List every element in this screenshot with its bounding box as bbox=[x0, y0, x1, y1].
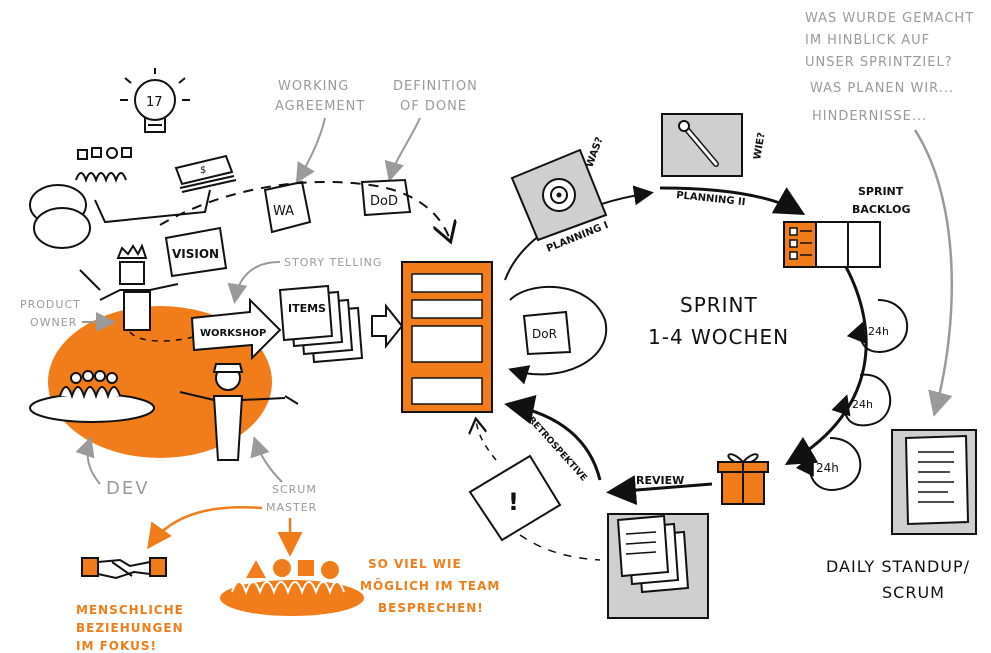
daily-questions: WAS WURDE GEMACHT IM HINBLICK AUF UNSER … bbox=[805, 11, 974, 124]
relations-line-2: BEZIEHUNGEN bbox=[76, 621, 184, 635]
sprint-backlog-label-1: SPRINT bbox=[858, 185, 904, 198]
definition-of-done-label-1: DEFINITION bbox=[393, 79, 478, 94]
retrospective-arrow bbox=[504, 395, 602, 481]
increment-gift-icon bbox=[717, 453, 769, 505]
daily-label-2: SCRUM bbox=[882, 583, 945, 602]
dor-card: DoR bbox=[522, 310, 572, 356]
dod-card: DoD bbox=[360, 178, 412, 217]
daily-loop-2: 24h bbox=[831, 373, 892, 427]
workshop-arrow: WORKSHOP bbox=[190, 297, 282, 361]
planning-2-card bbox=[661, 113, 743, 177]
planning-1-card bbox=[510, 148, 608, 242]
stakeholders-icon bbox=[75, 147, 132, 183]
review-documents-card bbox=[607, 513, 709, 619]
review-label: REVIEW bbox=[636, 474, 684, 487]
sprint-duration: 1-4 WOCHEN bbox=[648, 325, 789, 349]
wie-label: WIE? bbox=[752, 131, 768, 160]
money-stack-icon: $ bbox=[174, 154, 237, 193]
team-line-3: BESPRECHEN! bbox=[378, 601, 484, 615]
product-owner-label-1: PRODUCT bbox=[20, 298, 81, 311]
dashed-arc-top bbox=[159, 180, 450, 240]
dev-label: DEV bbox=[106, 478, 150, 499]
team-line-2: MÖGLICH IM TEAM bbox=[360, 578, 500, 593]
question-sprint-goal-1: WAS WURDE GEMACHT bbox=[805, 11, 974, 26]
wa-label-arrow bbox=[295, 117, 326, 184]
scrum-master-pointer bbox=[250, 436, 283, 483]
handshake-icon bbox=[81, 557, 167, 580]
review-arrow bbox=[606, 475, 713, 506]
story-telling-pointer bbox=[227, 261, 281, 304]
team-line-1: SO VIEL WIE bbox=[368, 557, 462, 571]
dod-label-arrow bbox=[384, 117, 421, 182]
scrum-master-figure bbox=[179, 363, 299, 461]
question-planning: WAS PLANEN WIR... bbox=[810, 81, 954, 96]
impediment-card: ! bbox=[468, 454, 562, 542]
items-card-stack: ITEMS bbox=[278, 284, 364, 364]
thought-bracket bbox=[94, 189, 211, 224]
product-backlog bbox=[401, 261, 493, 413]
daily-loop-1: 24h bbox=[846, 299, 909, 354]
question-sprint-goal-2: IM HINBLICK AUF bbox=[805, 33, 930, 48]
items-text: ITEMS bbox=[288, 302, 326, 315]
dor-text: DoR bbox=[532, 327, 557, 341]
svg-text:$: $ bbox=[200, 165, 206, 176]
svg-text:!: ! bbox=[508, 488, 519, 516]
dev-pointer bbox=[75, 436, 101, 485]
relations-line-3: IM FOKUS! bbox=[76, 639, 157, 653]
was-label: WAS? bbox=[584, 136, 605, 169]
dev-team-group bbox=[29, 370, 155, 423]
sprint-cycle-right-arc bbox=[784, 264, 868, 466]
wa-card: WA bbox=[263, 180, 312, 234]
sprint-backlog-board bbox=[783, 221, 881, 268]
relations-line-1: MENSCHLICHE bbox=[76, 603, 184, 617]
scrum-master-to-relations-arrow bbox=[147, 506, 263, 550]
po-dashed-line bbox=[129, 331, 201, 342]
impediment-dashed-down bbox=[519, 534, 601, 561]
h24-a: 24h bbox=[868, 325, 889, 338]
daily-label-1: DAILY STANDUP/ bbox=[826, 557, 970, 576]
definition-of-done-label-2: OF DONE bbox=[400, 99, 467, 114]
questions-to-daily-arrow bbox=[913, 129, 954, 417]
vision-card: VISION bbox=[164, 226, 228, 278]
h24-c: 24h bbox=[816, 461, 839, 475]
question-sprint-goal-3: UNSER SPRINTZIEL? bbox=[805, 55, 953, 70]
svg-text:17: 17 bbox=[146, 95, 163, 110]
planning-arrow bbox=[659, 186, 806, 215]
scrum-master-label-2: MASTER bbox=[266, 501, 317, 514]
wa-card-text: WA bbox=[273, 204, 294, 219]
dor-loop bbox=[508, 285, 608, 385]
question-impediments: HINDERNISSE... bbox=[812, 109, 927, 124]
h24-b: 24h bbox=[852, 398, 873, 411]
lightbulb-icon: 17 bbox=[120, 68, 190, 133]
daily-loop-3: 24h bbox=[795, 437, 862, 492]
sprint-backlog-label-2: BACKLOG bbox=[852, 203, 911, 216]
story-telling-label: STORY TELLING bbox=[284, 256, 382, 269]
team-discussion-icon bbox=[220, 559, 364, 616]
vision-text: VISION bbox=[172, 247, 219, 261]
product-owner-label-2: OWNER bbox=[30, 316, 77, 329]
items-to-backlog-arrow bbox=[371, 303, 404, 349]
workshop-text: WORKSHOP bbox=[200, 328, 266, 339]
dod-card-text: DoD bbox=[370, 194, 398, 209]
sprint-title: SPRINT bbox=[680, 293, 758, 317]
product-owner-figure bbox=[79, 243, 179, 331]
impediment-dashed-up bbox=[476, 420, 497, 461]
speech-bubbles-icon bbox=[29, 184, 91, 249]
daily-standup-board bbox=[891, 429, 977, 535]
working-agreement-label-2: AGREEMENT bbox=[275, 99, 365, 114]
working-agreement-label-1: WORKING bbox=[278, 79, 349, 94]
scrum-master-label-1: SCRUM bbox=[272, 483, 317, 496]
